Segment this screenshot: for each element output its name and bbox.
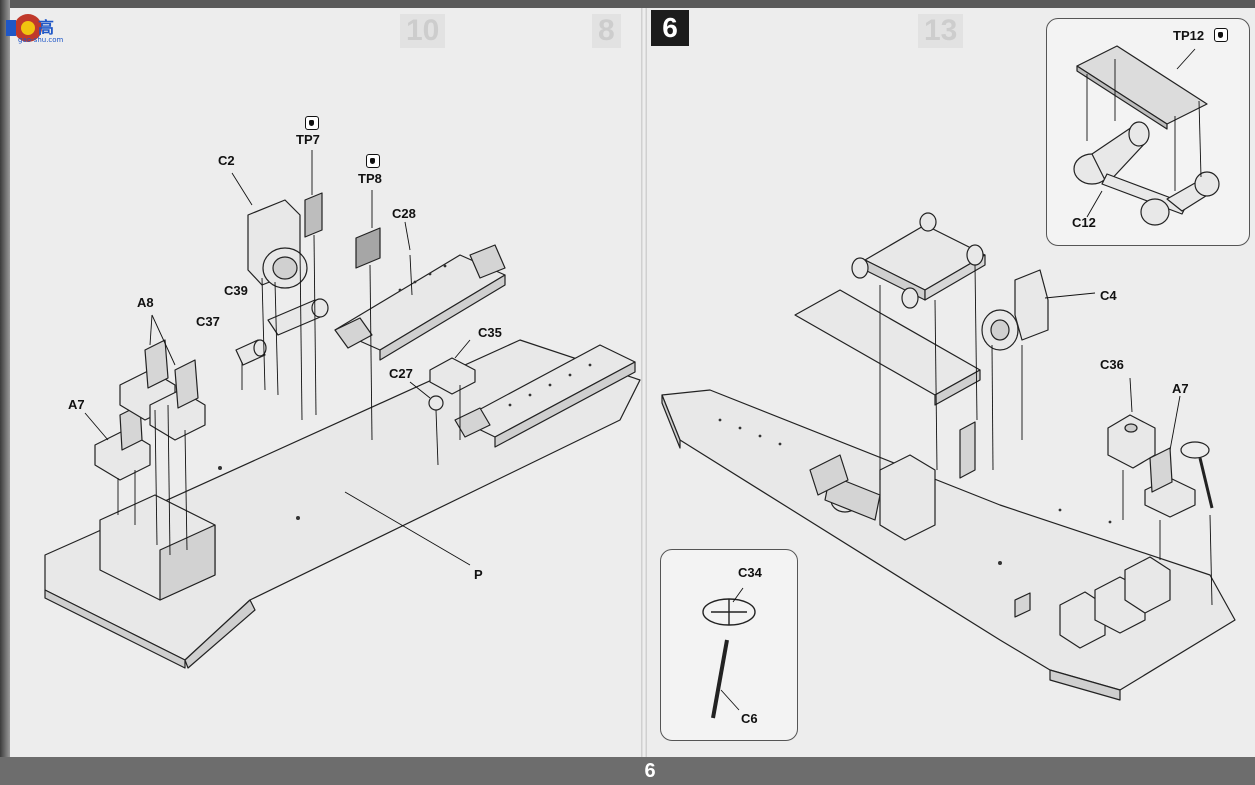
- site-logo: 高 gao-shu.com: [6, 6, 68, 48]
- label-c36: C36: [1100, 357, 1124, 372]
- label-c6: C6: [741, 711, 758, 726]
- label-c34: C34: [738, 565, 762, 580]
- inset-c12-drawing: [1073, 45, 1220, 226]
- front-seat: [1059, 591, 1106, 649]
- label-a7-right: A7: [1172, 381, 1189, 396]
- plate-tp7: [304, 192, 323, 238]
- label-tp8: TP8: [358, 171, 382, 186]
- part-c35: [429, 357, 476, 395]
- ghost-step-number: 8: [592, 14, 621, 48]
- label-c39: C39: [224, 283, 248, 298]
- upper-frame-right: [794, 289, 981, 396]
- front-seat: [1124, 556, 1171, 614]
- label-a7: A7: [68, 397, 85, 412]
- label-a8: A8: [137, 295, 154, 310]
- page-gutter: [641, 8, 647, 758]
- inset-steering-drawing: [702, 587, 756, 719]
- tp-icon: [366, 154, 380, 168]
- label-p: P: [474, 567, 483, 582]
- ghost-step-number: 13: [918, 14, 964, 48]
- label-tp12: TP12: [1173, 28, 1205, 43]
- logo-icon: [6, 14, 42, 42]
- page-number: 6: [644, 760, 656, 782]
- tp-icon: [1214, 28, 1228, 42]
- label-tp7: TP7: [296, 132, 320, 147]
- label-c2: C2: [218, 153, 235, 168]
- label-c35: C35: [478, 325, 502, 340]
- part-c27: [428, 395, 444, 411]
- winch-c4: [1014, 269, 1049, 341]
- engine-lower: [879, 454, 936, 541]
- ghost-step-number: 10: [400, 14, 446, 48]
- label-c37: C37: [196, 314, 220, 329]
- label-c28: C28: [392, 206, 416, 221]
- label-c27: C27: [389, 366, 413, 381]
- plate-tp8: [355, 227, 381, 269]
- label-c4: C4: [1100, 288, 1117, 303]
- inset-c12: [1046, 18, 1250, 246]
- inset-steering: [660, 549, 798, 741]
- binding-edge: [0, 0, 10, 785]
- logo-text: 高: [38, 18, 55, 37]
- step-number: 6: [651, 10, 689, 46]
- tp-icon: [305, 116, 319, 130]
- top-border: [0, 0, 1255, 8]
- label-c12: C12: [1072, 215, 1096, 230]
- logo-subtext: gao-shu.com: [18, 36, 64, 44]
- part-c36: [1107, 414, 1156, 469]
- bottom-border: [0, 757, 1255, 785]
